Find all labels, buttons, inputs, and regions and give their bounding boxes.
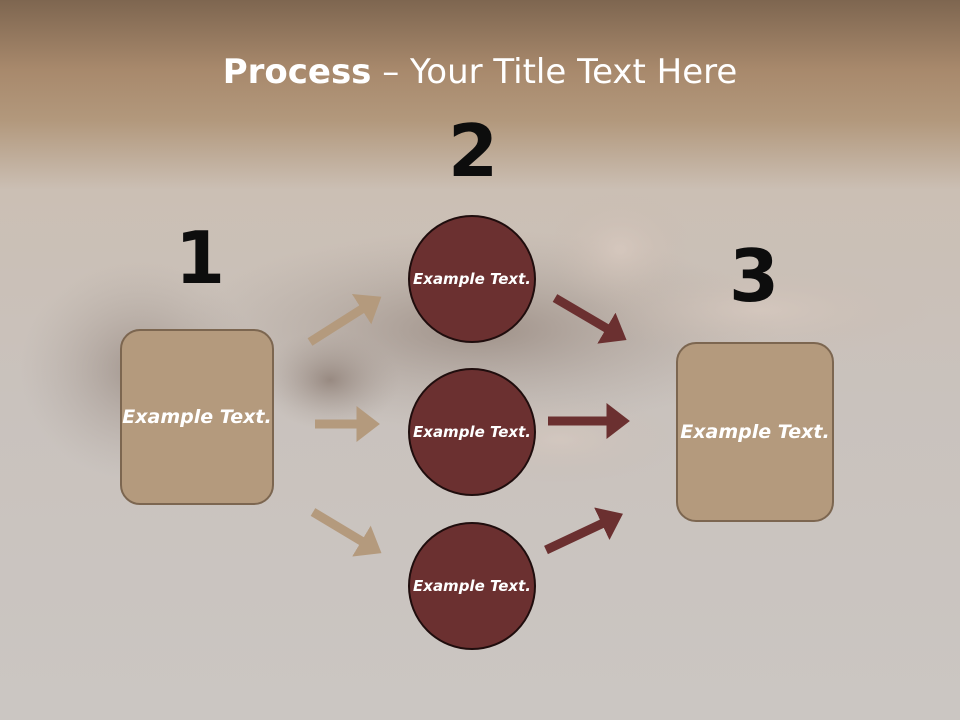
arrow-circle1-to-box3: [552, 294, 627, 344]
step2-circle-1: Example Text.: [408, 215, 536, 343]
arrow-box1-to-circle1: [307, 294, 382, 346]
step2-circle-3: Example Text.: [408, 522, 536, 650]
step-number-1: 1: [174, 216, 226, 300]
step2-circle-2: Example Text.: [408, 368, 536, 496]
arrow-circle3-to-box3: [544, 507, 623, 555]
step3-box: Example Text.: [676, 342, 834, 522]
step1-box: Example Text.: [120, 329, 274, 505]
title-bold: Process: [222, 52, 372, 92]
step-number-3: 3: [728, 234, 780, 318]
title-rest: – Your Title Text Here: [371, 52, 738, 92]
step-number-2: 2: [447, 109, 499, 193]
slide-title: Process – Your Title Text Here: [0, 52, 960, 92]
arrow-box1-to-circle3: [310, 508, 382, 557]
